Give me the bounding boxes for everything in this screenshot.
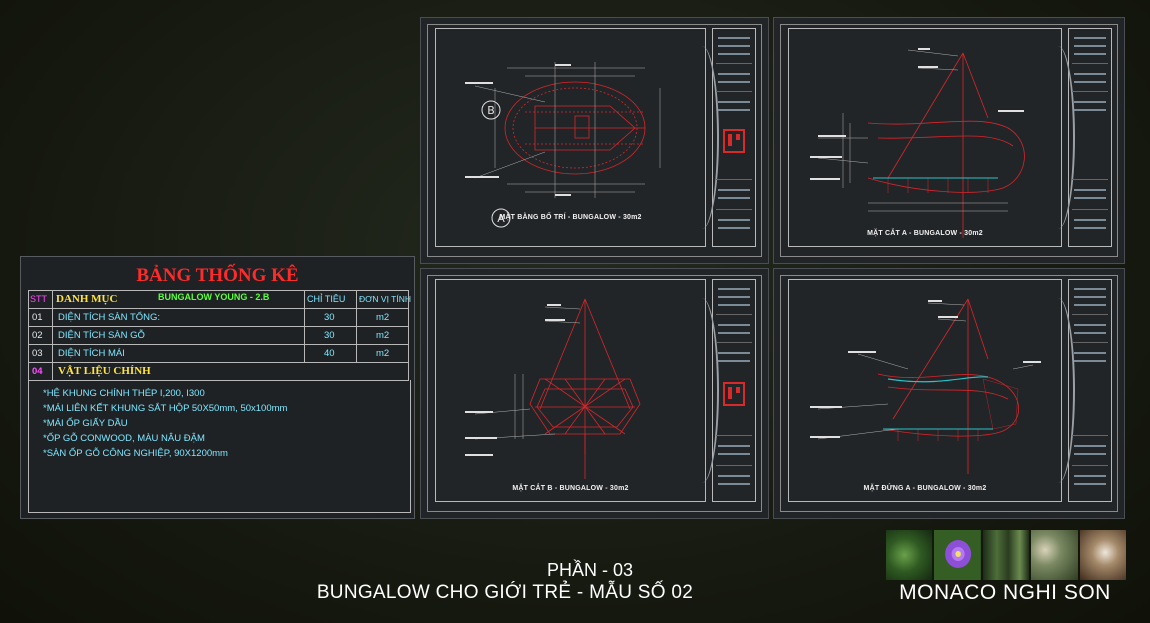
section-marker-a: A — [497, 212, 505, 225]
plant-photo — [1031, 530, 1078, 580]
row-value: 40 — [324, 348, 335, 359]
sheet-frame — [427, 275, 762, 512]
sheet-caption: MẶT CẮT A - BUNGALOW - 30m2 — [867, 230, 983, 237]
table-row: 02 DIỆN TÍCH SÀN GỖ 30 m2 — [28, 326, 409, 344]
row-stt: 03 — [32, 348, 43, 359]
part-label: PHẦN - 03 — [546, 560, 634, 580]
flower-photo — [934, 530, 981, 580]
brand-name: MONACO NGHI SON — [899, 581, 1111, 604]
photo-strip — [886, 530, 1127, 580]
row-value: 30 — [324, 330, 335, 341]
header-category: DANH MỤC — [56, 293, 118, 305]
material-item: *MÁI ỐP GIẤY DẦU — [43, 418, 128, 429]
leaf-photo — [886, 530, 933, 580]
header-unit: ĐƠN VỊ TÍNH — [359, 294, 411, 304]
title-block — [712, 28, 756, 247]
plan-drawing: B A — [465, 62, 661, 228]
row-unit: m2 — [376, 348, 390, 359]
title-block — [1068, 28, 1112, 247]
row-unit: m2 — [376, 312, 390, 323]
row-name: DIỆN TÍCH MÁI — [58, 348, 125, 359]
row-value: 30 — [324, 312, 335, 323]
drawing-sheet-section-a[interactable]: MẶT CẮT A - BUNGALOW - 30m2 — [773, 17, 1125, 264]
table-divider — [408, 290, 409, 380]
row-unit: m2 — [376, 330, 390, 341]
section-b-drawing — [465, 298, 641, 479]
row-stt: 04 — [32, 366, 43, 377]
row-name: DIỆN TÍCH SÀN GỖ — [58, 330, 145, 341]
material-item: *HỆ KHUNG CHÍNH THÉP I,200, I300 — [43, 388, 205, 399]
table-row-materials: 04 VẬT LIỆU CHÍNH — [28, 362, 409, 381]
row-stt: 02 — [32, 330, 43, 341]
page-title: BUNGALOW CHO GIỚI TRẺ - MẪU SỐ 02 — [316, 582, 694, 603]
drawing-sheet-elevation-a[interactable]: MẶT ĐỨNG A - BUNGALOW - 30m2 — [773, 268, 1125, 519]
sheet-frame — [780, 275, 1118, 512]
material-item: *SÀN ỐP GỖ CÔNG NGHIỆP, 90X1200mm — [43, 448, 228, 459]
row-stt: 01 — [32, 312, 43, 323]
table-header-row: STT DANH MỤC BUNGALOW YOUNG - 2.B CHỈ TI… — [28, 290, 411, 308]
materials-list: *HỆ KHUNG CHÍNH THÉP I,200, I300 *MÁI LI… — [28, 380, 411, 513]
sheet-caption: MẶT ĐỨNG A - BUNGALOW - 30m2 — [863, 485, 987, 492]
sheet-caption: MẶT CẮT B - BUNGALOW - 30m2 — [512, 485, 629, 492]
header-target: CHỈ TIÊU — [307, 294, 346, 304]
table-divider — [304, 290, 305, 362]
table-row: 01 DIỆN TÍCH SÀN TỔNG: 30 m2 — [28, 308, 409, 326]
table-row: 03 DIỆN TÍCH MÁI 40 m2 — [28, 344, 409, 362]
title-block — [712, 279, 756, 502]
section-a-drawing — [810, 48, 1025, 238]
mushroom-photo — [1079, 530, 1127, 580]
material-item: *ỐP GỖ CONWOOD, MÀU NÂU ĐẬM — [43, 433, 205, 444]
header-stt: STT — [30, 294, 47, 304]
sheet-caption: MẶT BẰNG BỐ TRÍ - BUNGALOW - 30m2 — [499, 214, 642, 221]
sheet-frame — [780, 24, 1118, 257]
table-divider — [356, 290, 357, 362]
drawing-sheet-plan[interactable]: B A MẶT BẰNG BỐ TRÍ - BUNGALOW - 30m2 — [420, 17, 769, 264]
header-project: BUNGALOW YOUNG - 2.B — [158, 292, 270, 302]
sheet-frame — [427, 24, 762, 257]
company-logo-icon — [723, 381, 745, 406]
table-divider — [28, 290, 29, 380]
material-item: *MÁI LIÊN KẾT KHUNG SẮT HỘP 50X50mm, 50x… — [43, 403, 288, 414]
section-marker-b: B — [487, 104, 495, 117]
drawing-sheet-section-b[interactable]: MẶT CẮT B - BUNGALOW - 30m2 — [420, 268, 769, 519]
row-name: VẬT LIỆU CHÍNH — [58, 365, 151, 377]
title-block — [1068, 279, 1112, 502]
table-title: BẢNG THỐNG KÊ — [136, 265, 299, 286]
table-divider — [52, 290, 53, 380]
row-name: DIỆN TÍCH SÀN TỔNG: — [58, 312, 161, 323]
statistics-table: BẢNG THỐNG KÊ STT DANH MỤC BUNGALOW YOUN… — [20, 256, 415, 519]
forest-photo — [982, 530, 1030, 580]
elevation-a-drawing — [810, 298, 1041, 474]
company-logo-icon — [723, 128, 745, 153]
